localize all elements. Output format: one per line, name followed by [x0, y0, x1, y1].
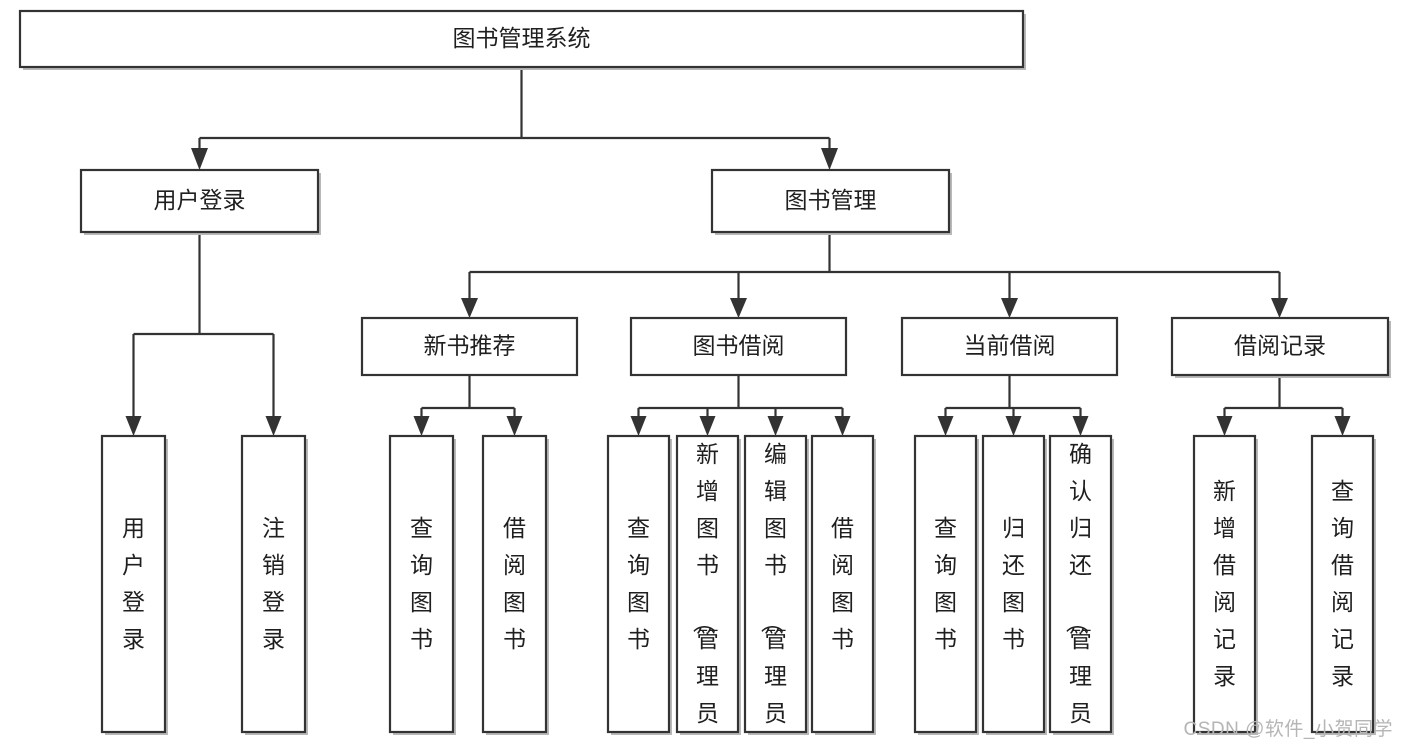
arrow-head-icon — [767, 416, 784, 436]
node-rect[interactable] — [1192, 434, 1257, 734]
arrow-head-icon — [1072, 416, 1089, 436]
node-leaf-user-login[interactable]: 用户登录 — [100, 434, 168, 735]
arrow-head-icon — [699, 416, 716, 436]
node-label: 归还图书 — [1002, 515, 1025, 652]
node-rect[interactable] — [710, 168, 951, 234]
arrow-heads-group — [125, 148, 1351, 436]
node-label: 注销登录 — [262, 515, 285, 652]
node-label: 确认归还（管理员） — [1064, 441, 1092, 747]
node-label: 新书推荐 — [424, 333, 516, 359]
node-label: 查询图书 — [627, 515, 650, 652]
connector-bookmgmt-to-level3 — [468, 232, 1281, 300]
node-user-login[interactable]: 用户登录 — [79, 168, 321, 235]
node-leaf-return-book[interactable]: 归还图书 — [981, 434, 1047, 735]
node-label: 借阅图书 — [503, 515, 526, 652]
connector-bookborrow-to-leaves — [637, 375, 844, 418]
connector-userlogin-to-leaves — [132, 232, 275, 418]
arrow-head-icon — [125, 416, 142, 436]
arrow-head-icon — [834, 416, 851, 436]
node-label: 当前借阅 — [964, 333, 1056, 359]
arrow-head-icon — [191, 148, 208, 170]
node-label: 用户登录 — [122, 515, 145, 652]
node-rect[interactable] — [388, 434, 455, 734]
node-label: 查询图书 — [410, 515, 433, 652]
arrow-head-icon — [821, 148, 838, 170]
node-rect[interactable] — [743, 434, 808, 734]
node-rect[interactable] — [900, 316, 1119, 377]
node-leaf-query-borrow-record[interactable]: 查询借阅记录 — [1310, 434, 1376, 735]
arrow-head-icon — [630, 416, 647, 436]
node-rect[interactable] — [1170, 316, 1390, 377]
node-leaf-borrow-book-recommend[interactable]: 借阅图书 — [481, 434, 549, 735]
node-label: 图书借阅 — [693, 333, 785, 359]
connector-currentborrow-to-leaves — [944, 375, 1082, 418]
node-rect[interactable] — [1048, 434, 1113, 734]
arrow-head-icon — [1005, 416, 1022, 436]
node-label: 借阅记录 — [1234, 333, 1326, 359]
node-rect[interactable] — [360, 316, 579, 377]
node-rect[interactable] — [913, 434, 978, 734]
node-rect[interactable] — [240, 434, 307, 734]
arrow-head-icon — [413, 416, 430, 436]
node-leaf-add-book-admin[interactable]: 新增图书（管理员） — [675, 434, 741, 747]
node-root[interactable]: 图书管理系统 — [18, 9, 1026, 70]
arrow-head-icon — [1334, 416, 1351, 436]
node-label: 新增图书（管理员） — [691, 441, 719, 747]
nodes-group: 图书管理系统用户登录图书管理新书推荐图书借阅当前借阅借阅记录用户登录注销登录查询… — [18, 9, 1391, 747]
arrow-head-icon — [265, 416, 282, 436]
connector-recommend-to-leaves — [420, 375, 516, 418]
node-rect[interactable] — [1310, 434, 1375, 734]
node-leaf-query-book-recommend[interactable]: 查询图书 — [388, 434, 456, 735]
node-rect[interactable] — [810, 434, 875, 734]
node-book-management[interactable]: 图书管理 — [710, 168, 952, 235]
node-rect[interactable] — [629, 316, 848, 377]
node-current-borrow[interactable]: 当前借阅 — [900, 316, 1119, 377]
node-label: 编辑图书（管理员） — [759, 441, 787, 747]
node-rect[interactable] — [675, 434, 740, 734]
node-rect[interactable] — [100, 434, 167, 734]
node-label: 图书管理系统 — [453, 25, 591, 51]
node-leaf-edit-book-admin[interactable]: 编辑图书（管理员） — [743, 434, 809, 747]
arrow-head-icon — [1001, 298, 1018, 318]
node-leaf-confirm-return-admin[interactable]: 确认归还（管理员） — [1048, 434, 1114, 747]
node-book-borrow[interactable]: 图书借阅 — [629, 316, 848, 377]
node-borrow-record[interactable]: 借阅记录 — [1170, 316, 1391, 378]
connector-borrowrecord-to-leaves — [1223, 375, 1344, 418]
node-leaf-borrow-book[interactable]: 借阅图书 — [810, 434, 876, 735]
node-rect[interactable] — [981, 434, 1046, 734]
node-new-book-recommend[interactable]: 新书推荐 — [360, 316, 579, 377]
connector-lines-group — [132, 67, 1344, 418]
node-label: 图书管理 — [785, 187, 877, 213]
arrow-head-icon — [937, 416, 954, 436]
node-leaf-query-book-borrow[interactable]: 查询图书 — [606, 434, 672, 735]
node-rect[interactable] — [481, 434, 548, 734]
arrow-head-icon — [1271, 298, 1288, 318]
arrow-head-icon — [506, 416, 523, 436]
arrow-head-icon — [1216, 416, 1233, 436]
arrow-head-icon — [461, 298, 478, 318]
node-rect[interactable] — [606, 434, 671, 734]
node-rect[interactable] — [18, 9, 1025, 69]
node-leaf-add-borrow-record[interactable]: 新增借阅记录 — [1192, 434, 1258, 735]
node-label: 借阅图书 — [831, 515, 854, 652]
node-label: 查询图书 — [934, 515, 957, 652]
node-label: 新增借阅记录 — [1213, 478, 1236, 689]
connector-root-to-level2 — [198, 67, 831, 150]
node-label: 查询借阅记录 — [1331, 478, 1354, 689]
node-label: 用户登录 — [154, 187, 246, 213]
node-leaf-logout-login[interactable]: 注销登录 — [240, 434, 308, 735]
arrow-head-icon — [730, 298, 747, 318]
node-rect[interactable] — [79, 168, 320, 234]
node-leaf-query-book-current[interactable]: 查询图书 — [913, 434, 979, 735]
